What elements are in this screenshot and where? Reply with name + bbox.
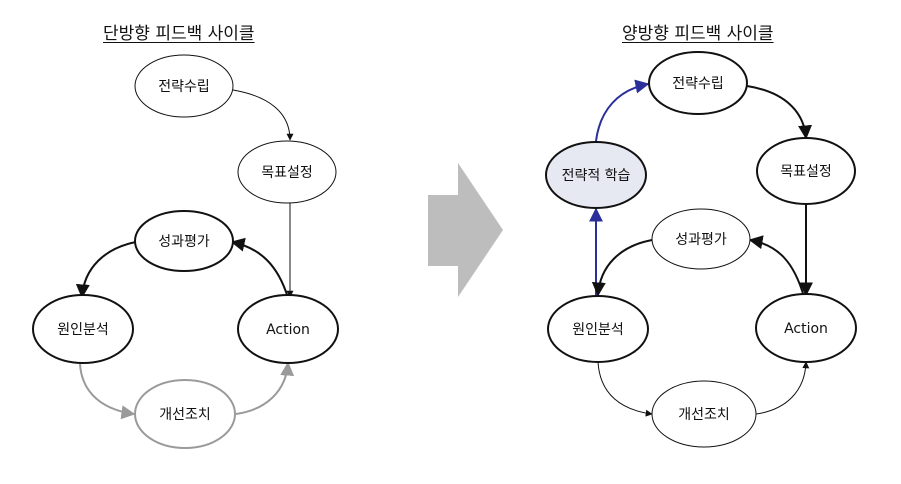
right-node-goal: 목표설정	[756, 137, 856, 205]
left-node-cause: 원인분석	[32, 294, 134, 364]
right-node-strategy: 전략수립	[648, 51, 748, 115]
right-node-goal-label: 목표설정	[780, 164, 832, 180]
left-node-improve-label: 개선조치	[159, 407, 211, 423]
right-node-cause: 원인분석	[547, 295, 649, 363]
left-node-action-label: Action	[266, 322, 310, 338]
left-node-eval-label: 성과평가	[158, 234, 210, 250]
right-node-eval: 성과평가	[651, 208, 751, 270]
left-edge-strategy-goal	[232, 89, 294, 141]
right-cycle: 전략수립 전략적 학습 목표설정 성과평가 원인분석 Action 개선조치	[545, 51, 857, 448]
left-node-strategy-label: 전략수립	[158, 79, 210, 95]
left-node-goal: 목표설정	[237, 140, 337, 204]
right-node-action-label: Action	[784, 321, 828, 337]
left-edge-cause-improve	[79, 363, 136, 420]
right-node-cause-label: 원인분석	[572, 322, 624, 338]
right-edge-learning-strategy	[595, 79, 650, 142]
left-cycle: 전략수립 목표설정 성과평가 원인분석 Action 개선조치	[32, 54, 339, 449]
right-node-improve: 개선조치	[651, 380, 757, 448]
right-node-learning-label: 전략적 학습	[562, 168, 631, 184]
left-node-eval: 성과평가	[134, 210, 234, 272]
left-edge-eval-cause	[75, 241, 137, 299]
right-node-action: Action	[755, 293, 857, 363]
left-node-action: Action	[237, 294, 339, 364]
right-node-learning: 전략적 학습	[545, 141, 647, 209]
left-title: 단방향 피드백 사이클	[103, 24, 255, 44]
left-node-improve: 개선조치	[134, 379, 236, 449]
right-node-improve-label: 개선조치	[678, 407, 730, 423]
transition-arrow	[428, 163, 503, 297]
left-node-strategy: 전략수립	[134, 54, 234, 118]
right-edge-improve-action	[755, 361, 810, 415]
right-node-eval-label: 성과평가	[675, 232, 727, 248]
right-edge-cause-improve	[597, 361, 653, 417]
right-edge-action-eval	[748, 235, 805, 298]
left-node-goal-label: 목표설정	[261, 165, 313, 181]
left-edge-improve-action	[235, 361, 295, 415]
right-node-strategy-label: 전략수립	[672, 76, 724, 92]
right-edge-eval-cause	[591, 239, 653, 297]
right-edge-strategy-goal	[746, 85, 813, 140]
left-node-cause-label: 원인분석	[57, 322, 109, 338]
left-edge-action-eval	[230, 237, 289, 299]
right-title: 양방향 피드백 사이클	[622, 24, 774, 44]
